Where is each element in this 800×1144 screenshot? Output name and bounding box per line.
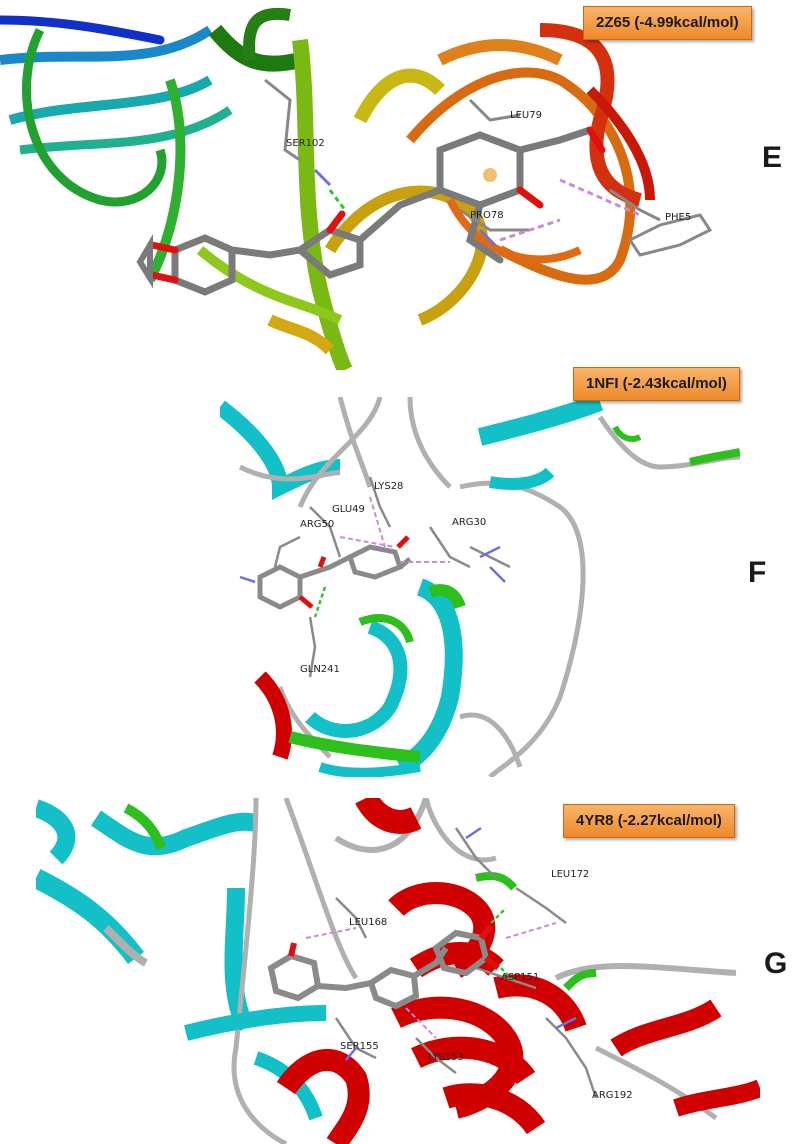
protein-structure-1nfi: LYS28 GLU49 ARG50 ARG30 GLN241 [220, 397, 740, 777]
docking-panel-g: LEU172 LEU168 ASP151 SER155 LYS153 ARG19… [36, 798, 760, 1144]
residue-label: SER155 [340, 1041, 379, 1052]
residue-label: ARG50 [300, 519, 334, 530]
residue-label: LYS28 [374, 481, 403, 492]
residue-label: LYS153 [428, 1052, 464, 1063]
residue-label: GLN241 [300, 664, 340, 675]
binding-energy-badge: 4YR8 (-2.27kcal/mol) [563, 804, 735, 838]
docking-panel-f: LYS28 GLU49 ARG50 ARG30 GLN241 [220, 397, 740, 777]
protein-structure-4yr8: LEU172 LEU168 ASP151 SER155 LYS153 ARG19… [36, 798, 760, 1144]
residue-label: PHE5 [665, 212, 691, 223]
binding-energy-badge: 1NFI (-2.43kcal/mol) [573, 367, 740, 401]
residue-label: ASP151 [501, 972, 539, 983]
panel-letter: E [762, 141, 783, 174]
residue-label: LEU79 [510, 110, 542, 121]
residue-label: ARG192 [592, 1090, 633, 1101]
panel-letter: G [764, 947, 788, 980]
residue-label: GLU49 [332, 504, 365, 515]
residue-label: LEU172 [551, 869, 589, 880]
binding-energy-badge: 2Z65 (-4.99kcal/mol) [583, 6, 752, 40]
residue-label: ARG30 [452, 517, 486, 528]
docking-panel-e: SER102 LEU79 PRO78 PHE5 [0, 0, 760, 370]
residue-label: PRO78 [470, 210, 504, 221]
protein-structure-2z65: SER102 LEU79 PRO78 PHE5 [0, 7, 713, 370]
residue-label: LEU168 [349, 917, 387, 928]
panel-letter: F [748, 556, 767, 589]
residue-label: SER102 [286, 138, 325, 149]
